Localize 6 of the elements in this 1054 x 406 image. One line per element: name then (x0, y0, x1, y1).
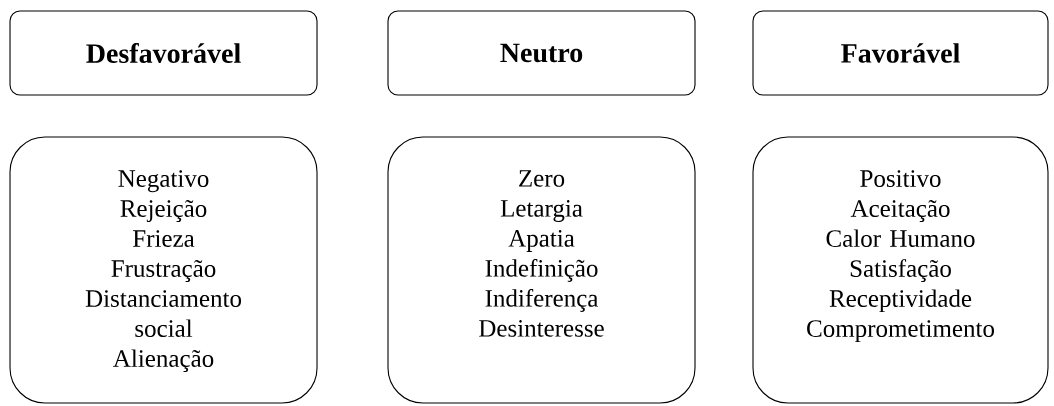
list-box: Negativo Rejeição Frieza Frustração Distanciamento social Alienação (9, 136, 318, 404)
list-box: Zero Letargia Apatia Indefinição Indiferença Desinteresse (387, 136, 696, 404)
heading-box: Desfavorável (9, 10, 318, 96)
list-box: Positivo Aceitação Calor Humano Satisfação Receptividade Comprometimento (752, 136, 1049, 404)
heading-box: Favorável (752, 10, 1049, 96)
heading-box: Neutro (387, 10, 696, 96)
